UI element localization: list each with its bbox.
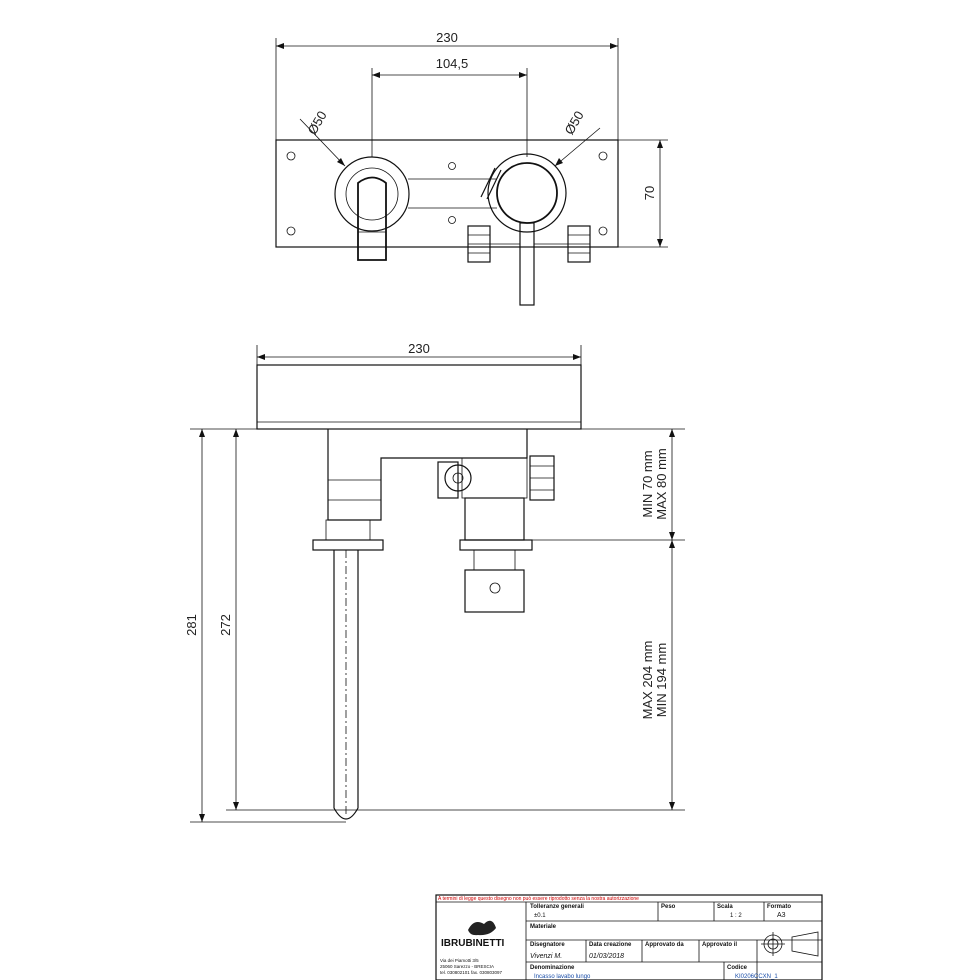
screw-hole [448,216,456,224]
dim-width-label: 230 [436,30,458,45]
projection-symbol-icon [761,931,819,957]
warning-text: A termini di legge questo disegno non pu… [438,896,639,902]
dim-side-width-label: 230 [408,341,430,356]
material-label: Materiale [530,924,557,930]
creation-value: 01/03/2018 [589,953,624,960]
name-value: Incasso lavabo lungo [534,974,591,980]
mixer-lever [519,222,535,306]
spout-flange [312,539,384,551]
format-label: Formato [767,904,791,910]
stop-valve-nut [437,461,459,499]
designer-label: Disegnatore [530,942,565,948]
code-label: Codice [727,965,748,971]
side-view: 230 281 272 MIN 70 mm MAX 80 mm MAX 204 … [184,341,685,823]
mixer-rosette [487,153,567,233]
name-label: Denominazione [530,965,575,971]
title-block: A termini di legge questo disegno non pu… [435,894,823,980]
valve-body [327,429,528,521]
stop-valve-knob [444,464,472,492]
screw-hole [286,226,296,236]
dim-diameter-right: Ø50 [561,108,586,137]
tolerance-label: Tolleranze generali [530,904,584,910]
designer-value: Vivenzi M. [530,953,562,960]
scale-label: Scala [717,904,733,910]
brand-name: IBRUBINETTI [441,938,505,949]
screw-hole [448,162,456,170]
brand-logo [468,920,496,936]
scale-value: 1 : 2 [730,913,742,919]
dim-upper-min: MIN 70 mm [640,450,655,517]
dim-lower-max: MAX 204 mm [640,641,655,720]
wall-plate-side [256,364,582,430]
dim-total-label: 281 [184,614,199,636]
dim-spout-label: 272 [218,614,233,636]
dim-spacing-label: 104,5 [436,56,469,71]
dim-diameter-left: Ø50 [304,108,329,137]
approved-on-label: Approvato il [702,942,737,948]
screw-hole [598,151,608,161]
mixer-cartridge [464,569,525,613]
top-view: 230 104,5 70 Ø50 Ø50 [275,30,668,306]
code-value: KI0206CCXN_1 [735,974,778,980]
dim-lower-min: MIN 194 mm [654,643,669,717]
format-value: A3 [777,912,786,919]
address-line-1: Via dei Piamotti 3/5 [440,958,479,963]
spout-pipe [333,550,359,820]
screw-hole [598,226,608,236]
dim-height-label: 70 [642,186,657,200]
tolerance-value: ±0.1 [534,913,546,919]
address-line-2: 25060 Sarezzo - BRESCIA [440,964,494,969]
dim-upper-max: MAX 80 mm [654,448,669,520]
screw-hole [286,151,296,161]
spout-outline [357,176,387,261]
address-line-3: tel. 030802101 fax. 030803097 [440,970,503,975]
wall-plate-outline [275,139,619,248]
mixer-flange [459,539,533,551]
approved-by-label: Approvato da [645,942,684,948]
weight-label: Peso [661,904,676,910]
creation-label: Data creazione [589,942,632,948]
